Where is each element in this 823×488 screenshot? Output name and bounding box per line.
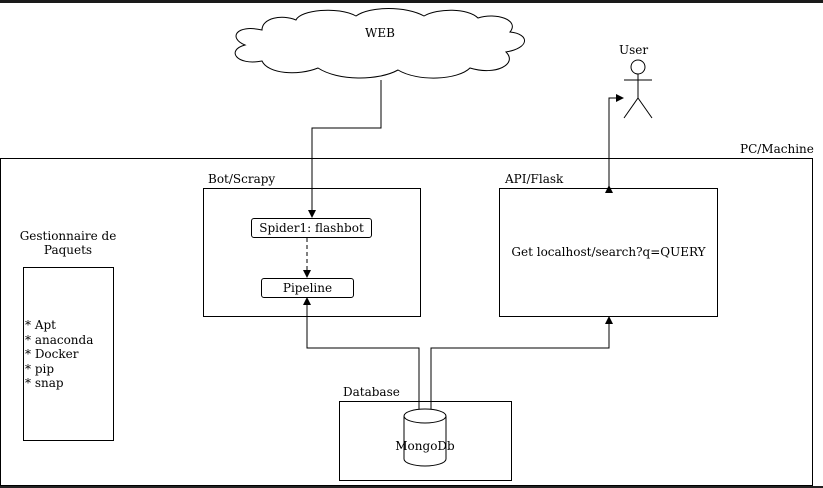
window-bottom-edge <box>0 486 823 488</box>
api-endpoint: Get localhost/search?q=QUERY <box>511 245 706 259</box>
scrapy-title: Bot/Scrapy <box>208 172 276 186</box>
spider-node: Spider1: flashbot <box>251 218 372 238</box>
package-item-anaconda: * anaconda <box>25 332 94 347</box>
web-label: WEB <box>365 26 395 40</box>
api-box <box>499 188 718 317</box>
machine-label: PC/Machine <box>740 142 814 156</box>
mongodb-label: MongoDb <box>395 439 455 453</box>
user-api-connector <box>605 94 624 193</box>
pipeline-mongodb-connector <box>303 297 423 416</box>
package-item-snap: * snap <box>25 376 64 390</box>
package-manager-title: Gestionnaire de Paquets <box>19 229 117 257</box>
package-item-apt: * Apt <box>25 318 56 332</box>
web-cloud <box>234 8 525 79</box>
package-item-docker: * Docker <box>25 347 79 361</box>
user-label: User <box>619 43 649 57</box>
web-to-spider-connector <box>308 80 382 218</box>
package-list: * Apt * anaconda * Docker * pip * snap <box>25 318 93 391</box>
mongodb-cylinder <box>403 408 447 467</box>
user-figure <box>623 59 653 119</box>
package-manager-box <box>23 267 114 441</box>
api-mongodb-connector <box>427 316 613 416</box>
package-item-pip: * pip <box>25 361 55 376</box>
window-top-edge <box>0 0 823 3</box>
api-title: API/Flask <box>505 172 564 186</box>
pipeline-node: Pipeline <box>261 278 354 298</box>
